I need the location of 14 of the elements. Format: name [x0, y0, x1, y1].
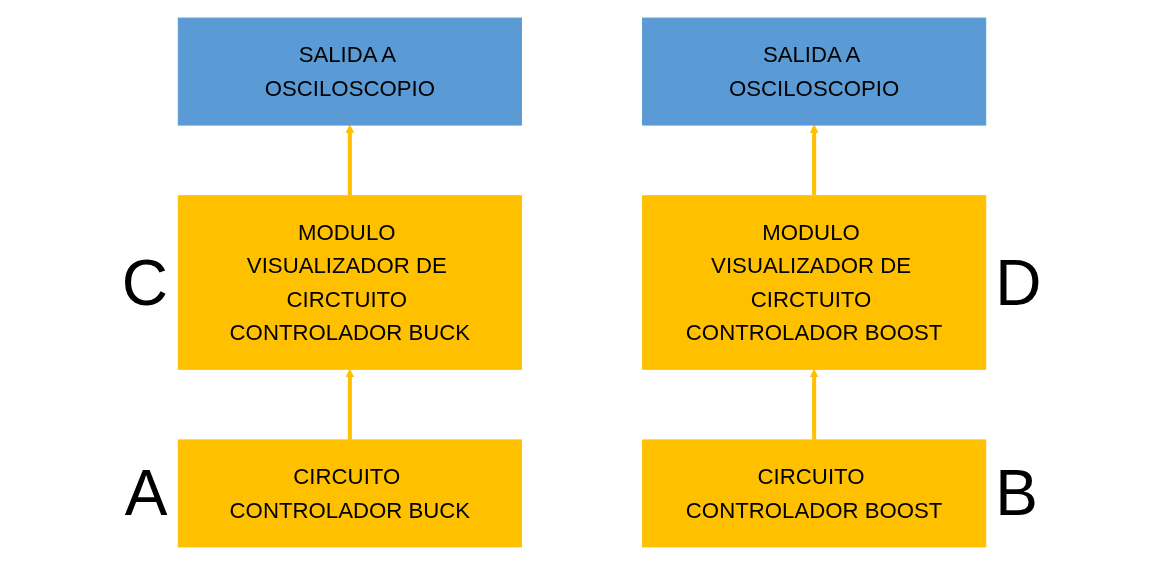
arrow — [809, 124, 819, 196]
node-box: SALIDA A OSCILOSCOPIO — [177, 17, 522, 126]
arrow — [809, 368, 819, 440]
node-box: MODULO VISUALIZADOR DE CIRCTUITO CONTROLADOR BUCK — [177, 195, 522, 370]
node-letter: B — [995, 461, 1038, 526]
node-letter: A — [124, 461, 168, 526]
arrow — [344, 368, 354, 440]
node-letter: D — [995, 250, 1042, 315]
node-box: CIRCUITO CONTROLADOR BOOST — [641, 439, 986, 548]
arrow — [344, 124, 354, 196]
node-box: SALIDA A OSCILOSCOPIO — [641, 17, 986, 126]
node-letter: C — [121, 250, 168, 315]
node-box: CIRCUITO CONTROLADOR BUCK — [177, 439, 522, 548]
node-box: MODULO VISUALIZADOR DE CIRCTUITO CONTROLADOR BOOST — [641, 195, 986, 370]
